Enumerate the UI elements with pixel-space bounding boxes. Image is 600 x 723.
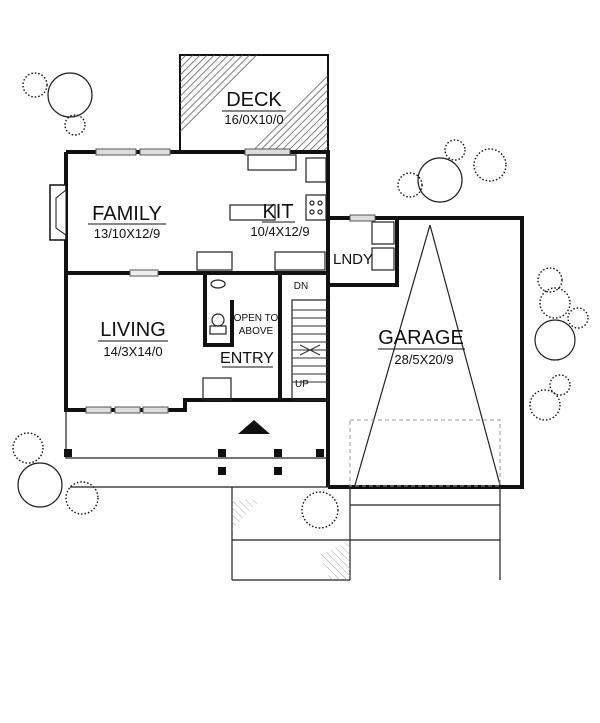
deck-size: 16/0X10/0 xyxy=(224,112,283,127)
stairs-down-label: DN xyxy=(294,281,308,292)
garage xyxy=(349,224,501,487)
kitchen-fixtures xyxy=(196,154,395,271)
front-porch xyxy=(64,410,328,475)
powder-room xyxy=(209,279,227,335)
family-size: 13/10X12/9 xyxy=(94,226,161,241)
living-size: 14/3X14/0 xyxy=(103,344,162,359)
garage-size: 28/5X20/9 xyxy=(394,352,453,367)
open-to-above-line1: OPEN TO xyxy=(234,313,279,324)
open-to-above-line2: ABOVE xyxy=(239,326,274,337)
entry-label: ENTRY xyxy=(220,350,274,367)
deck-label: DECK xyxy=(226,89,282,111)
fireplace xyxy=(49,184,67,241)
deck xyxy=(179,54,329,153)
landscape-trees xyxy=(12,72,589,529)
living-label: LIVING xyxy=(100,319,166,341)
kitchen-size: 10/4X12/9 xyxy=(250,224,309,239)
driveway xyxy=(70,486,501,581)
stairs xyxy=(202,299,329,401)
room-labels: DECK 16/0X10/0 FAMILY 13/10X12/9 KIT 10/… xyxy=(88,89,465,390)
family-label: FAMILY xyxy=(92,203,162,225)
laundry-label: LNDY xyxy=(333,251,373,268)
garage-label: GARAGE xyxy=(378,327,464,349)
stairs-up-label: UP xyxy=(295,379,309,390)
kitchen-label: KIT xyxy=(262,201,293,223)
